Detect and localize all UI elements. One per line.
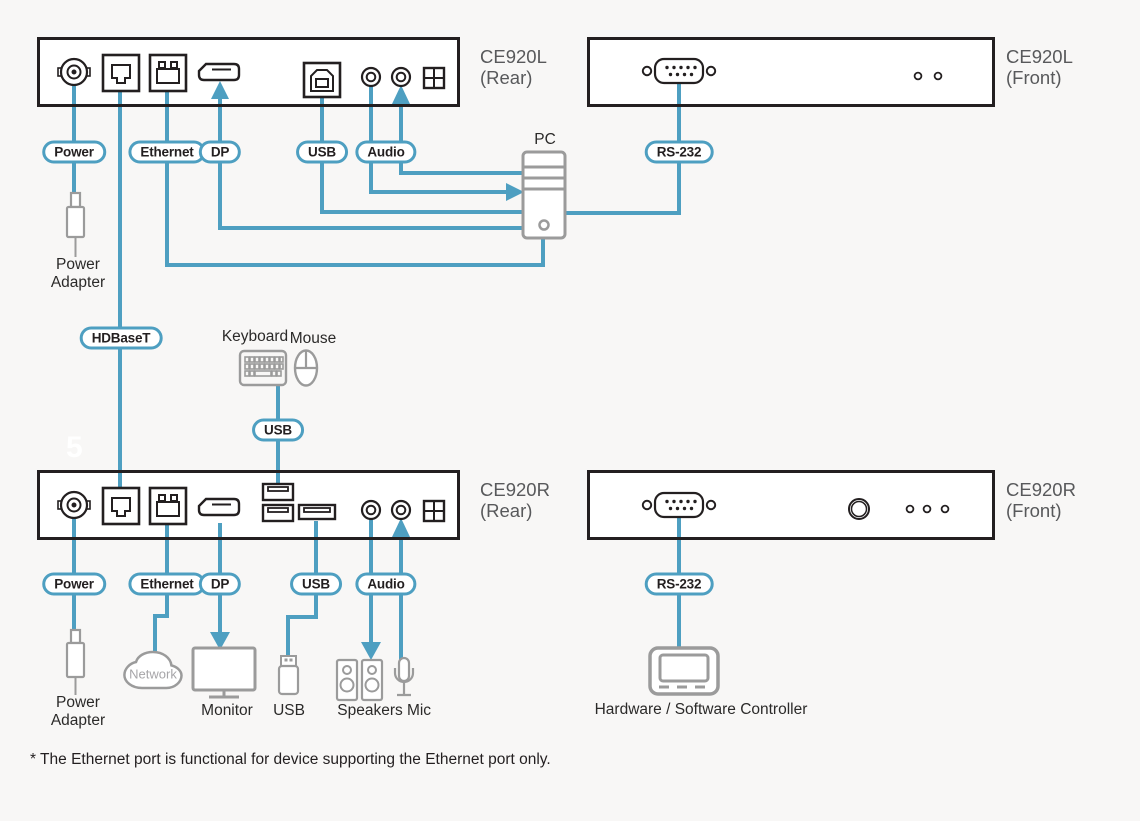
panel-model: CE920R xyxy=(480,479,550,500)
pill-usb-top: USB xyxy=(296,140,348,164)
pill-audio-bottom: Audio xyxy=(355,572,417,596)
wire-usb-bottom-to-flash xyxy=(286,521,318,656)
audio-jack-icon xyxy=(390,499,412,521)
pill-ethernet-bottom: Ethernet xyxy=(128,572,206,596)
panel-model: CE920L xyxy=(480,46,547,67)
pill-rs232-top: RS-232 xyxy=(644,140,714,164)
panel-model: CE920L xyxy=(1006,46,1073,67)
speaker-icon xyxy=(335,658,359,702)
audio-jack-icon xyxy=(360,499,382,521)
pill-audio-top: Audio xyxy=(355,140,417,164)
panel-label-bottom-front: CE920R (Front) xyxy=(1006,479,1076,521)
monitor-icon xyxy=(191,646,257,699)
panel-view: (Rear) xyxy=(480,67,533,88)
speakers-label: Speakers xyxy=(337,702,403,719)
pill-power-bottom: Power xyxy=(42,572,106,596)
pill-hdbaset: HDBaseT xyxy=(79,326,163,350)
panel-view: (Front) xyxy=(1006,500,1062,521)
audio-jack-icon xyxy=(360,66,382,88)
terminal-block-icon xyxy=(422,66,446,90)
network-label: Network xyxy=(129,666,177,682)
ethernet-rj45-port-icon xyxy=(148,53,188,93)
usb-flash-drive-icon xyxy=(277,655,300,696)
arrow-into-monitor xyxy=(210,632,230,650)
pc-tower-icon xyxy=(521,150,567,240)
panel-model: CE920R xyxy=(1006,479,1076,500)
power-jack-icon xyxy=(57,490,91,520)
panel-top-rear-frame xyxy=(37,37,460,107)
mic-label: Mic xyxy=(406,702,432,719)
monitor-label: Monitor xyxy=(201,702,253,719)
arrow-into-dp-port-top xyxy=(211,81,229,99)
pill-dp-top: DP xyxy=(198,140,242,164)
pill-ethernet-top: Ethernet xyxy=(128,140,206,164)
pill-usb-bottom: USB xyxy=(290,572,342,596)
power-adapter-label: Power Adapter xyxy=(50,694,106,729)
audio-jack-icon xyxy=(390,66,412,88)
led-indicator-icon xyxy=(913,71,923,81)
led-indicator-icon xyxy=(905,504,915,514)
controller-icon xyxy=(648,646,720,696)
pill-rs232-bottom: RS-232 xyxy=(644,572,714,596)
rs232-db9-port-icon xyxy=(641,491,717,519)
wire-usb-top-to-pc xyxy=(320,98,523,214)
terminal-block-icon xyxy=(422,499,446,523)
usb-drive-label: USB xyxy=(273,702,305,719)
network-cloud-icon xyxy=(123,650,183,690)
displayport-port-icon xyxy=(197,497,241,517)
ethernet-rj45-port-icon xyxy=(148,486,188,526)
power-adapter-label: Power Adapter xyxy=(50,256,106,291)
pill-usb-kvm: USB xyxy=(252,418,304,442)
rs232-db9-port-icon xyxy=(641,57,717,85)
pc-label: PC xyxy=(534,131,556,148)
power-jack-icon xyxy=(57,57,91,87)
panel-label-top-rear: CE920L (Rear) xyxy=(480,46,547,88)
led-indicator-icon xyxy=(933,71,943,81)
power-adapter-icon xyxy=(65,191,86,257)
arrow-into-audio-port-top xyxy=(392,85,410,104)
hdbaset-rj45-port-icon xyxy=(101,486,141,526)
panel-view: (Front) xyxy=(1006,67,1062,88)
hdbaset-rj45-port-icon xyxy=(101,53,141,93)
push-button-icon xyxy=(848,498,870,520)
wire-audio-out-to-pc xyxy=(369,86,506,194)
keyboard-icon xyxy=(238,349,288,387)
footnote: * The Ethernet port is functional for de… xyxy=(30,751,551,768)
usb-a-port-icon xyxy=(297,503,337,521)
displayport-port-icon xyxy=(197,62,241,82)
dual-usb-a-port-icon xyxy=(261,482,295,523)
led-indicator-icon xyxy=(922,504,932,514)
keyboard-label: Keyboard xyxy=(221,328,289,345)
arrow-into-speakers xyxy=(361,642,381,660)
panel-bottom-rear-frame xyxy=(37,470,460,540)
pill-power-top: Power xyxy=(42,140,106,164)
microphone-icon xyxy=(393,656,415,697)
panel-view: (Rear) xyxy=(480,500,533,521)
led-indicator-icon xyxy=(940,504,950,514)
mouse-label: Mouse xyxy=(289,330,337,347)
wire-ethernet-top-to-pc xyxy=(165,90,545,267)
usb-b-port-icon xyxy=(302,61,342,99)
arrow-into-audio-port-bottom xyxy=(392,518,410,537)
wire-ethernet-bottom-to-cloud xyxy=(153,523,169,652)
wire-rs232-top-to-pc xyxy=(565,84,681,215)
page-number-watermark: 5 xyxy=(66,431,83,464)
panel-label-top-front: CE920L (Front) xyxy=(1006,46,1073,88)
arrow-into-pc xyxy=(506,183,524,201)
pill-dp-bottom: DP xyxy=(198,572,242,596)
panel-label-bottom-rear: CE920R (Rear) xyxy=(480,479,550,521)
controller-label: Hardware / Software Controller xyxy=(594,701,808,718)
speaker-icon xyxy=(360,658,384,702)
panel-bottom-front-frame xyxy=(587,470,995,540)
mouse-icon xyxy=(293,349,319,387)
power-adapter-icon xyxy=(65,628,86,695)
panel-top-front-frame xyxy=(587,37,995,107)
wire-audio-in-from-pc xyxy=(399,103,523,175)
